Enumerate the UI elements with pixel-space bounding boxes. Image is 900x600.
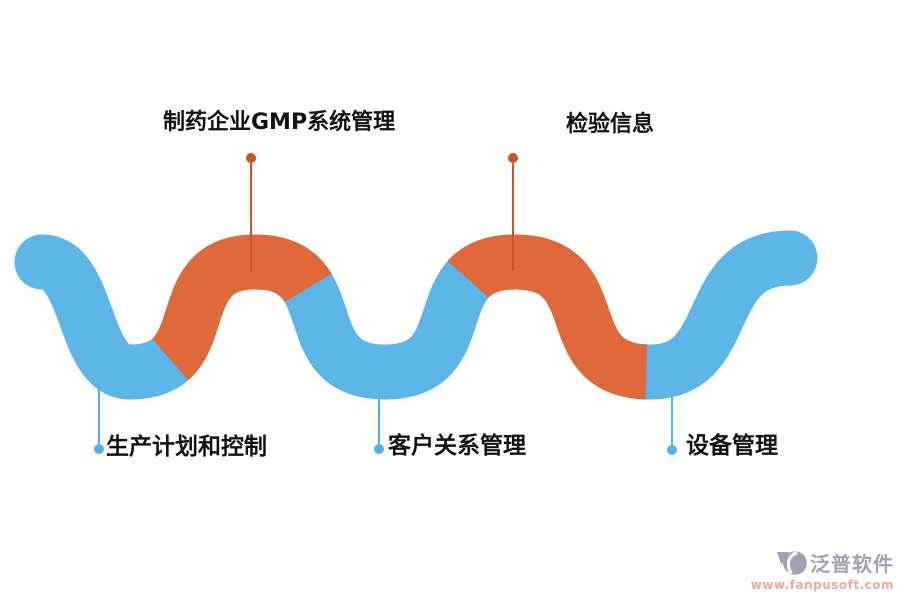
label-inspection-info: 检验信息	[566, 112, 655, 137]
connector-line	[671, 396, 673, 446]
fanpu-logo-icon	[777, 550, 807, 575]
connector-dot	[508, 153, 518, 163]
connector-dot	[374, 444, 384, 454]
connector-line	[250, 163, 252, 272]
connector-dot	[94, 444, 104, 454]
label-production-planning: 生产计划和控制	[106, 434, 267, 460]
connector-dot	[246, 153, 256, 163]
connector-dot	[667, 445, 677, 455]
connector-line	[512, 163, 514, 271]
label-gmp-system: 制药企业GMP系统管理	[163, 110, 396, 135]
wave-blue-base	[14, 230, 818, 400]
connector-line	[98, 382, 100, 445]
label-equipment: 设备管理	[686, 433, 778, 459]
brand-name: 泛普软件	[810, 552, 894, 576]
label-crm: 客户关系管理	[388, 433, 526, 459]
brand-watermark: 泛普软件 www.fanpusoft.com	[751, 548, 894, 592]
connector-line	[378, 392, 380, 445]
brand-url: www.fanpusoft.com	[750, 578, 894, 592]
